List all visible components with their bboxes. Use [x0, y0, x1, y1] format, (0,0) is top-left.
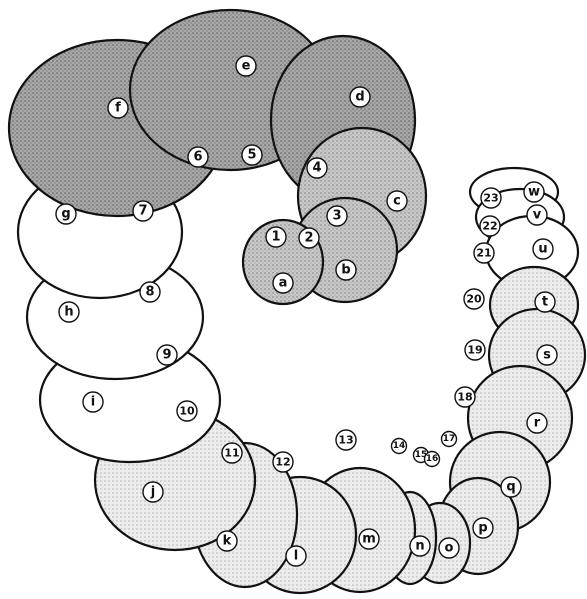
segment-label-f-text: f	[115, 101, 121, 116]
segment-label-d: d	[350, 87, 370, 107]
segment-label-m: m	[359, 529, 379, 549]
segment-label-s-text: s	[543, 348, 551, 363]
number-label-7-text: 7	[138, 204, 147, 219]
segment-label-r: r	[527, 413, 547, 433]
segment-label-c: c	[387, 191, 407, 211]
segment-label-j-text: j	[150, 485, 155, 500]
number-label-6: 6	[188, 147, 208, 167]
number-label-3: 3	[327, 206, 347, 226]
segment-label-w-text: w	[528, 185, 540, 200]
number-label-9-text: 9	[162, 348, 171, 363]
number-label-4-text: 4	[312, 161, 321, 176]
segments-layer	[9, 10, 585, 593]
number-label-9: 9	[157, 345, 177, 365]
segment-label-e-text: e	[242, 59, 251, 74]
segment-label-h-text: h	[64, 305, 73, 320]
number-label-18-text: 18	[457, 391, 472, 404]
segment-label-w: w	[524, 182, 544, 202]
segment-label-u-text: u	[538, 242, 547, 257]
number-label-6-text: 6	[193, 150, 202, 165]
number-label-13: 13	[336, 430, 356, 450]
segment-label-g-text: g	[61, 207, 70, 222]
segment-label-a-text: a	[279, 276, 288, 291]
segment-label-d-text: d	[355, 90, 364, 105]
segment-label-f: f	[108, 98, 128, 118]
segment-label-q: q	[501, 477, 521, 497]
number-label-14-text: 14	[393, 441, 406, 451]
segment-label-k-text: k	[223, 534, 232, 549]
segment-label-i-text: i	[91, 395, 95, 410]
segment-label-h: h	[59, 302, 79, 322]
number-label-3-text: 3	[332, 209, 341, 224]
number-label-21: 21	[474, 243, 494, 263]
segment-label-b-text: b	[341, 263, 350, 278]
segment-label-q-text: q	[506, 480, 515, 495]
number-label-16-text: 16	[426, 454, 439, 464]
number-label-22: 22	[480, 216, 500, 236]
segment-label-i: i	[83, 392, 103, 412]
segment-label-r-text: r	[534, 416, 541, 431]
number-label-23-text: 23	[483, 192, 498, 205]
number-label-5: 5	[242, 145, 262, 165]
number-label-11-text: 11	[224, 447, 239, 460]
segment-label-l: l	[286, 546, 306, 566]
number-label-17-text: 17	[443, 434, 456, 444]
number-label-14: 14	[392, 439, 407, 454]
number-label-22-text: 22	[482, 220, 497, 233]
segment-label-p-text: p	[478, 521, 487, 536]
number-label-20: 20	[464, 289, 484, 309]
number-label-11: 11	[222, 443, 242, 463]
segment-label-o: o	[439, 538, 459, 558]
number-label-19-text: 19	[467, 344, 482, 357]
number-label-2-text: 2	[304, 231, 313, 246]
segment-label-j: j	[143, 482, 163, 502]
segment-label-l-text: l	[294, 549, 298, 564]
number-label-2: 2	[299, 228, 319, 248]
segment-label-s: s	[537, 345, 557, 365]
segment-label-b: b	[336, 260, 356, 280]
segment-label-t-text: t	[542, 295, 548, 310]
segment-label-n-text: n	[415, 539, 424, 554]
segment-label-u: u	[533, 239, 553, 259]
number-label-13-text: 13	[338, 434, 353, 447]
segment-label-m-text: m	[362, 532, 376, 547]
number-label-10-text: 10	[179, 405, 195, 418]
number-label-12: 12	[273, 452, 293, 472]
segment-label-v-text: v	[533, 208, 542, 223]
number-label-20-text: 20	[466, 293, 482, 306]
number-label-18: 18	[455, 387, 475, 407]
number-label-21-text: 21	[476, 247, 491, 260]
number-label-5-text: 5	[247, 148, 256, 163]
segment-label-e: e	[236, 56, 256, 76]
segment-label-o-text: o	[445, 541, 454, 556]
number-label-17: 17	[442, 432, 457, 447]
number-label-7: 7	[133, 201, 153, 221]
number-label-8: 8	[140, 282, 160, 302]
segment-label-a: a	[273, 273, 293, 293]
number-label-1-text: 1	[271, 230, 280, 245]
number-label-8-text: 8	[145, 285, 154, 300]
number-label-4: 4	[307, 158, 327, 178]
number-label-23: 23	[481, 188, 501, 208]
segment-label-p: p	[473, 518, 493, 538]
segment-label-v: v	[527, 205, 547, 225]
number-label-16: 16	[425, 452, 440, 467]
segment-label-n: n	[410, 536, 430, 556]
number-label-19: 19	[465, 340, 485, 360]
number-label-12-text: 12	[275, 456, 290, 469]
number-label-1: 1	[266, 227, 286, 247]
number-label-10: 10	[177, 401, 197, 421]
segment-label-t: t	[535, 292, 555, 312]
segment-label-g: g	[56, 204, 76, 224]
segment-label-c-text: c	[393, 194, 401, 209]
segment-label-k: k	[217, 531, 237, 551]
